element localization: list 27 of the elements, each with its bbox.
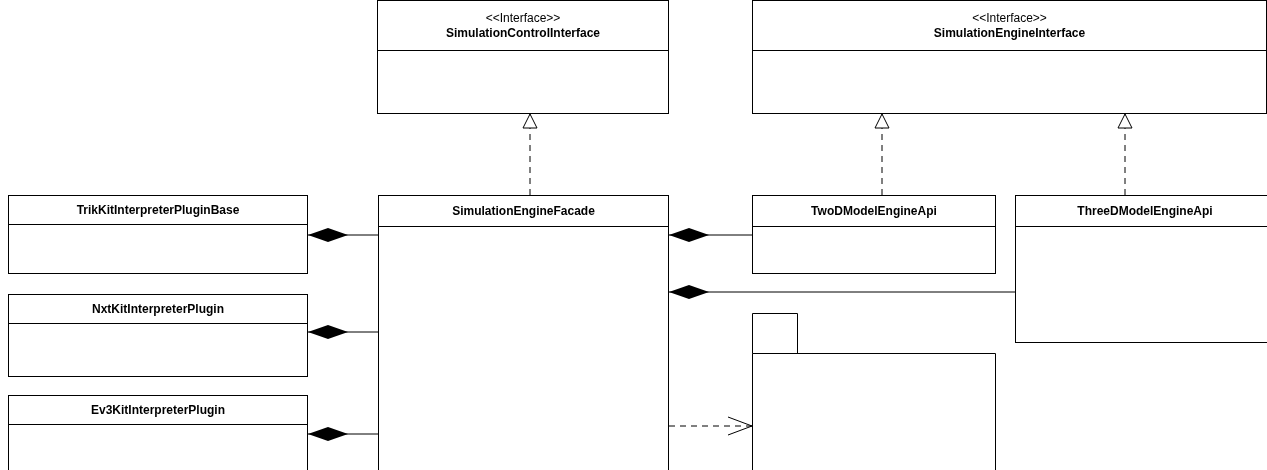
class-name: SimulationEngineFacade (452, 203, 595, 219)
composition-connector (668, 285, 1016, 299)
composition-connector (307, 228, 379, 242)
class-name: TwoDModelEngineApi (811, 203, 937, 219)
class-name: SimulationControlInterface (446, 25, 600, 41)
dependency-arrow (668, 416, 753, 436)
class-box (8, 395, 308, 470)
class-box (378, 195, 669, 470)
composition-connector (307, 325, 379, 339)
interface-box (377, 0, 669, 114)
class-box (8, 294, 308, 377)
composition-connector (307, 427, 379, 441)
class-name: NxtKitInterpreterPlugin (92, 301, 224, 317)
class-name: ThreeDModelEngineApi (1077, 203, 1213, 219)
stereotype-label: <<Interface>> (972, 10, 1047, 26)
class-box (8, 195, 308, 274)
class-box (752, 195, 996, 274)
class-name: Ev3KitInterpreterPlugin (91, 402, 225, 418)
realization-arrow (1117, 113, 1133, 196)
class-name: SimulationEngineInterface (933, 25, 1086, 41)
composition-connector (668, 228, 753, 242)
class-box (1015, 195, 1267, 343)
realization-arrow (522, 113, 538, 196)
interface-box (752, 0, 1267, 114)
stereotype-label: <<Interface>> (485, 10, 561, 26)
realization-arrow (874, 113, 890, 196)
class-name: TrikKitInterpreterPluginBase (76, 202, 240, 218)
